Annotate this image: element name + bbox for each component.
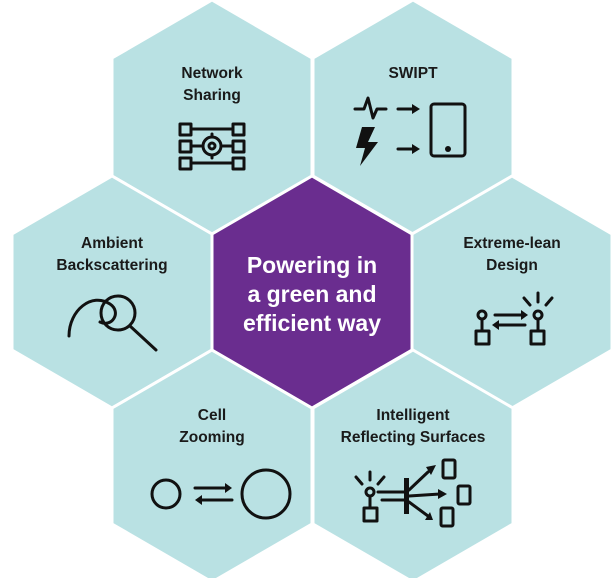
hexagon-label-line: Backscattering — [56, 257, 167, 274]
hexagon-label-line: Extreme-lean — [463, 235, 560, 252]
hexagon-label-line: Zooming — [179, 429, 244, 446]
hexagon-label-line: Sharing — [183, 87, 241, 104]
signal-power-to-phone-icon — [353, 96, 467, 166]
hexagon-center: Powering in a green and efficient way — [210, 174, 414, 410]
network-gear-icon — [178, 122, 246, 171]
hexagon-label-line: Network — [181, 65, 243, 82]
hexagon-label-line: Design — [486, 257, 538, 274]
magnifier-curve-icon — [67, 294, 158, 352]
center-label-line: efficient way — [243, 310, 381, 336]
hexagon-label-line: Cell — [198, 407, 226, 424]
hexagon-label-line: Reflecting Surfaces — [341, 429, 486, 446]
center-hexagon-shape — [210, 174, 414, 410]
reflecting-surface-icon — [354, 458, 472, 528]
hexagon-label-line: Intelligent — [376, 407, 449, 424]
center-label-line: Powering in — [247, 252, 377, 278]
hexagon-intelligent-reflecting-surfaces: Intelligent Reflecting Surfaces — [311, 348, 515, 578]
cell-zoom-icon — [150, 468, 292, 520]
center-label-line: a green and — [247, 281, 376, 307]
lean-link-icon — [474, 291, 554, 346]
hexagon-label-line: Ambient — [81, 235, 143, 252]
hexagon-label-line: SWIPT — [388, 65, 438, 82]
